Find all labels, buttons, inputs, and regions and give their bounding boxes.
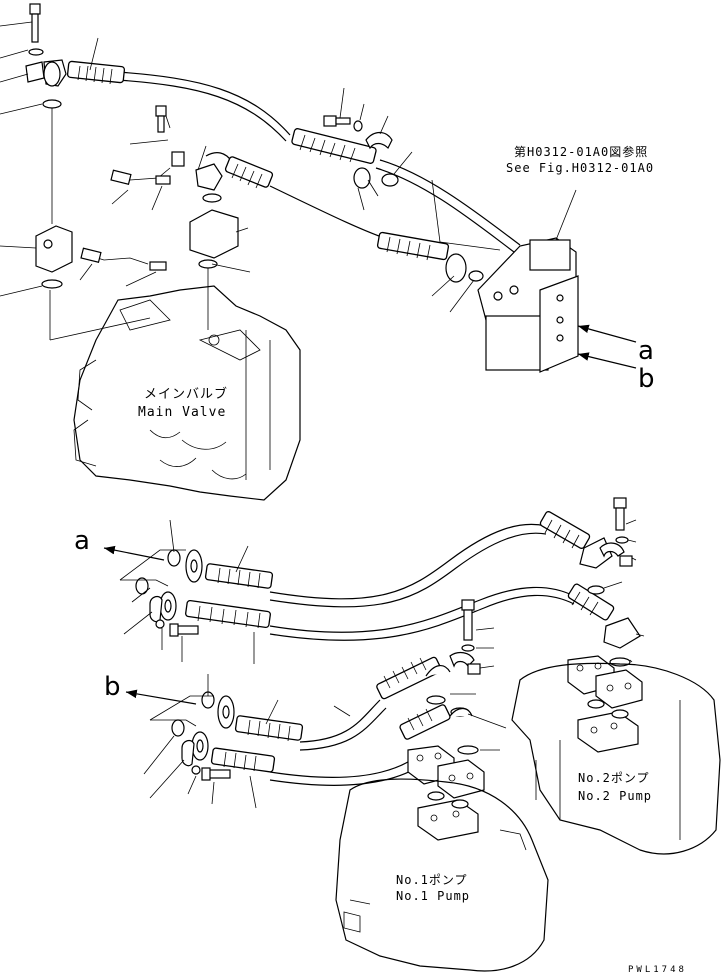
hose-b-upper — [234, 715, 304, 742]
hose-a-upper — [204, 563, 274, 589]
drawing-code: PWL1748 — [628, 965, 687, 975]
hose-b-right-lower — [399, 704, 451, 740]
hose-a-lower — [185, 599, 271, 629]
pump-2-label-en: No.2 Pump — [578, 789, 653, 803]
main-valve-label-jp: メインバルブ — [144, 387, 229, 402]
main-valve-label-en: Main Valve — [138, 405, 227, 420]
reference-label-en: See Fig.H0312-01A0 — [506, 161, 655, 175]
hose-middle-short — [224, 156, 274, 189]
hose-a-right-upper — [539, 511, 591, 549]
arrow-label-b-left: b — [104, 672, 121, 702]
pump-1-label-en: No.1 Pump — [396, 889, 471, 903]
main-valve-body — [73, 285, 301, 501]
upper-hose-assembly — [0, 3, 521, 341]
lower-hose-assembly — [103, 497, 645, 809]
hose-b-lower — [210, 747, 276, 773]
hose-upper-left — [66, 60, 126, 85]
arrow-label-b-right: b — [638, 364, 655, 394]
hose-lower-mid — [376, 231, 450, 261]
hose-a-right-lower — [567, 583, 615, 621]
hose-b-right-upper — [376, 656, 442, 700]
pump-2-label-jp: No.2ポンプ — [578, 771, 650, 785]
hose-upper-mid — [291, 128, 377, 164]
pump-1-label-jp: No.1ポンプ — [396, 873, 468, 887]
pump-2-body — [511, 655, 721, 855]
reference-label-jp: 第H0312-01A0図参照 — [514, 145, 649, 159]
arrow-label-a-right: a — [638, 336, 654, 366]
pump-1-body — [335, 745, 549, 972]
arrow-label-a-left: a — [74, 526, 90, 556]
reference-valve-unit — [477, 189, 637, 373]
